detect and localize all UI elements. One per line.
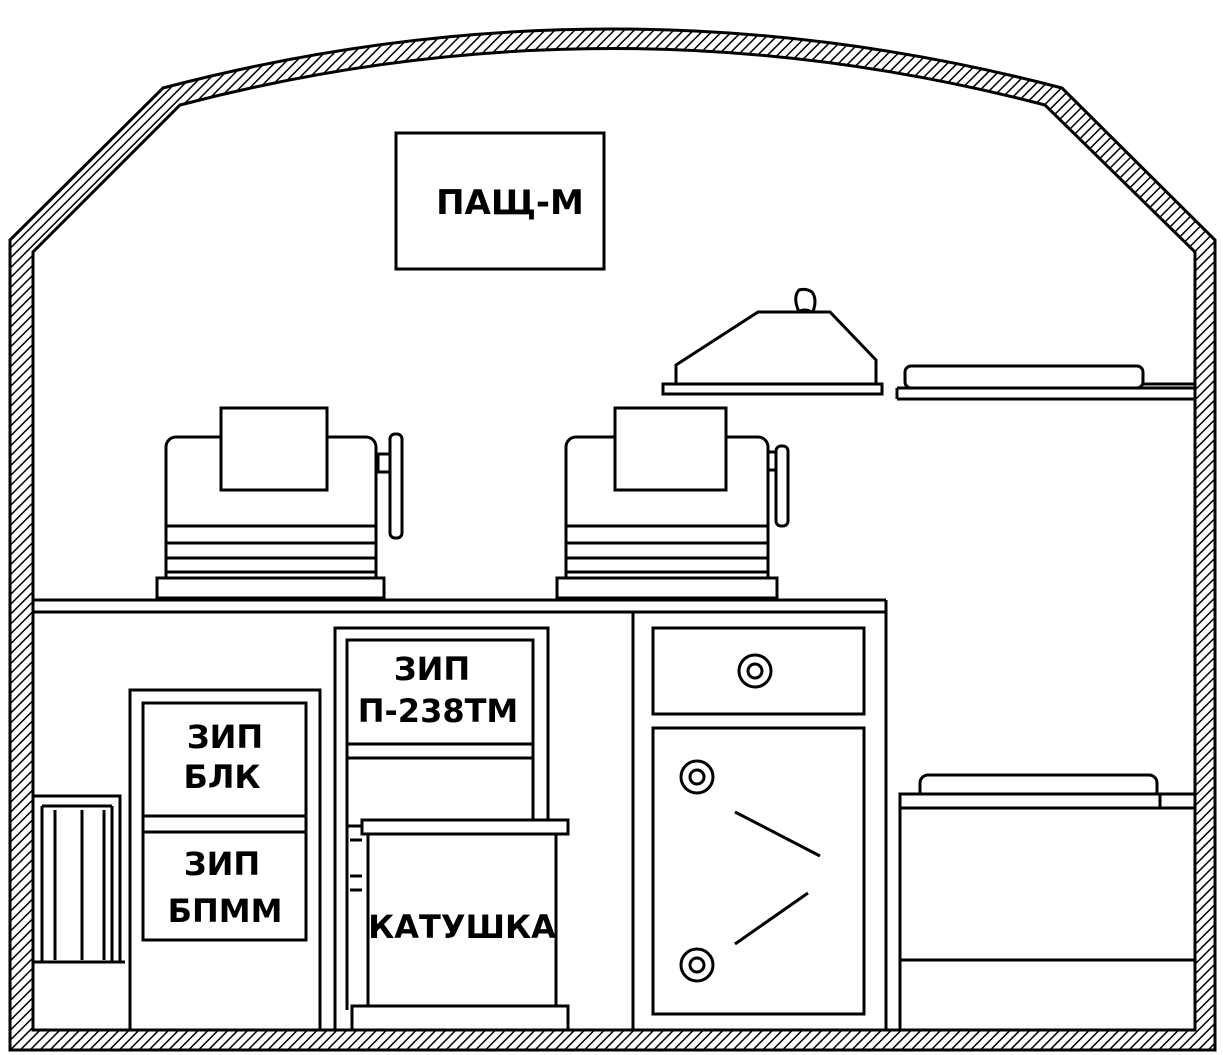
door-hinge-bottom-icon: [679, 947, 715, 983]
wall-sign-pasch-m: ПАЩ-М: [394, 131, 606, 271]
left-narrow-cabinet: [31, 794, 125, 964]
upper-shelf: [895, 364, 1195, 401]
zip-p238-label-line2: П-238ТМ: [358, 692, 519, 730]
door-hinge-top-icon: [679, 759, 715, 795]
zip-bpmm-label-line2: БПММ: [168, 892, 283, 930]
ceiling-lamp: [661, 287, 884, 396]
zip-blk-label-line1: ЗИП: [187, 718, 263, 756]
reel-label: КАТУШКА: [368, 908, 556, 946]
zip-cabinet-blk-bpmm: ЗИП БЛК ЗИП БПММ: [128, 688, 322, 1032]
teleprinter-right: [555, 406, 790, 600]
reel-box: КАТУШКА: [350, 818, 570, 1032]
teleprinter-left: [155, 406, 404, 600]
compartment-shell: [8, 27, 1217, 1052]
right-cabinet: [631, 610, 888, 1032]
wall-sign-label: ПАЩ-М: [436, 183, 584, 223]
lower-berth: [898, 773, 1197, 1032]
zip-blk-label-line2: БЛК: [183, 758, 260, 796]
drawer-knob-icon: [737, 653, 773, 689]
zip-bpmm-label-line1: ЗИП: [184, 845, 260, 883]
zip-p238-label-line1: ЗИП: [394, 650, 470, 688]
